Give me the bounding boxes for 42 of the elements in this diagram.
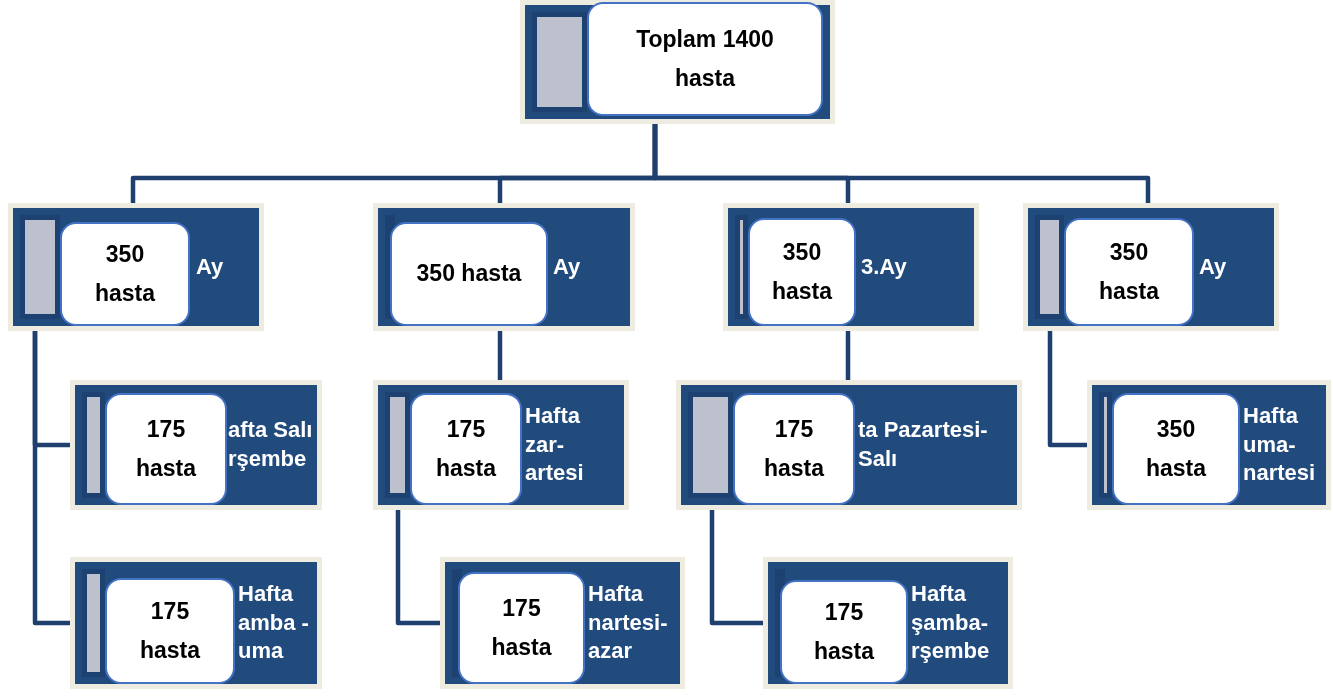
count-callout: 175 hasta	[780, 580, 908, 684]
org-box	[1087, 380, 1331, 510]
org-box	[723, 203, 979, 331]
count-callout: 175 hasta	[458, 572, 585, 684]
count-callout: Toplam 1400 hasta	[587, 2, 823, 116]
count-callout: 175 hasta	[410, 393, 522, 505]
count-callout: 175 hasta	[733, 393, 855, 505]
count-callout: 350 hasta	[390, 222, 548, 326]
connector-line	[1047, 331, 1087, 448]
org-box	[676, 380, 1022, 510]
box-label: Hafta zar- artesi	[525, 402, 585, 488]
box-label: 3.Ay	[861, 252, 907, 281]
org-box	[763, 557, 1013, 689]
box-label: Hafta amba - uma	[238, 580, 310, 666]
box-label: Hafta uma- nartesi	[1243, 402, 1317, 488]
count-callout: 350 hasta	[1064, 218, 1194, 326]
connector-line	[709, 510, 763, 626]
org-box	[373, 380, 629, 510]
count-callout: 350 hasta	[748, 218, 856, 326]
connector-line	[395, 510, 440, 626]
org-box	[520, 0, 835, 124]
org-box	[1023, 203, 1279, 331]
org-box	[70, 380, 322, 510]
box-label: Hafta nartesi- azar	[588, 580, 669, 666]
connector-line	[652, 124, 1151, 203]
box-label: Ay	[1199, 252, 1227, 281]
box-label: afta Salı rşembe	[228, 416, 314, 473]
org-box	[373, 203, 635, 331]
count-callout: 175 hasta	[105, 578, 235, 684]
box-label: Hafta şamba- rşembe	[911, 580, 991, 666]
org-box	[440, 557, 685, 689]
connector-line	[497, 331, 503, 380]
count-callout: 350 hasta	[60, 222, 190, 326]
connector-line	[845, 331, 851, 380]
count-callout: 350 hasta	[1112, 393, 1240, 505]
connector-line	[32, 331, 70, 626]
box-label: Ay	[553, 252, 581, 281]
org-box	[70, 557, 322, 689]
org-box	[8, 203, 264, 331]
box-label: ta Pazartesi- Salı	[858, 416, 989, 473]
box-label: Ay	[196, 252, 224, 281]
count-callout: 175 hasta	[105, 393, 227, 505]
